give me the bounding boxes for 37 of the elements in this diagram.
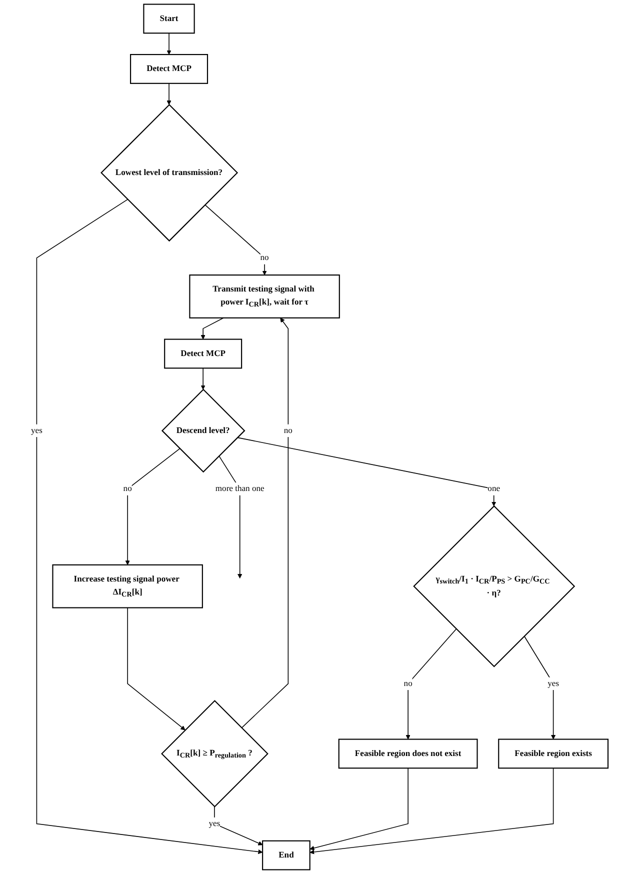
node-box: Feasible region does not exist — [338, 738, 478, 769]
node-box: Feasible region exists — [498, 738, 609, 769]
node-box: Detect MCP — [164, 338, 242, 369]
arrow — [166, 32, 172, 55]
edge-label: more than one — [215, 484, 264, 494]
node-diamond: Descend level? — [161, 388, 246, 473]
edge-label: one — [488, 484, 500, 494]
edge-label: yes — [548, 678, 560, 688]
arrow — [204, 204, 267, 276]
node-box: Detect MCP — [130, 54, 208, 84]
edge-label: no — [260, 253, 269, 262]
arrow — [524, 636, 556, 740]
node-box: Transmit testing signal with power I$_{CR}$[k], wait for τ — [189, 274, 340, 318]
arrow — [406, 628, 457, 740]
arrow — [310, 768, 554, 854]
arrow — [36, 199, 263, 854]
edge-label: no — [123, 484, 132, 494]
edge-label: yes — [30, 426, 42, 435]
edge-label: yes — [208, 818, 220, 828]
node-box: Increase testing signal power ΔI$_{CR}$[k] — [52, 564, 203, 608]
arrow — [218, 456, 242, 578]
arrow — [200, 368, 206, 390]
arrow — [241, 318, 289, 728]
arrow — [127, 607, 186, 730]
node-diamond: Lowest level of transmission? — [100, 104, 238, 242]
node-box: Start — [143, 4, 195, 34]
arrow — [310, 768, 408, 850]
arrow — [200, 318, 224, 340]
node-diamond: γ$_{switch}$/I$_{1}$ · I$_{CR}$/P$_{PS}$ > G$_{PC}$/G$_{CC}$ · η? — [413, 505, 576, 668]
arrow — [214, 806, 263, 846]
arrow — [236, 437, 496, 506]
node-box: End — [262, 840, 310, 870]
edge-label: no — [404, 678, 412, 688]
arrow — [125, 448, 180, 566]
node-diamond: I$_{CR}$[k] ≥ P$_{regulation}$ ? — [161, 700, 268, 808]
arrow — [166, 83, 172, 105]
edge-label: no — [284, 426, 292, 435]
